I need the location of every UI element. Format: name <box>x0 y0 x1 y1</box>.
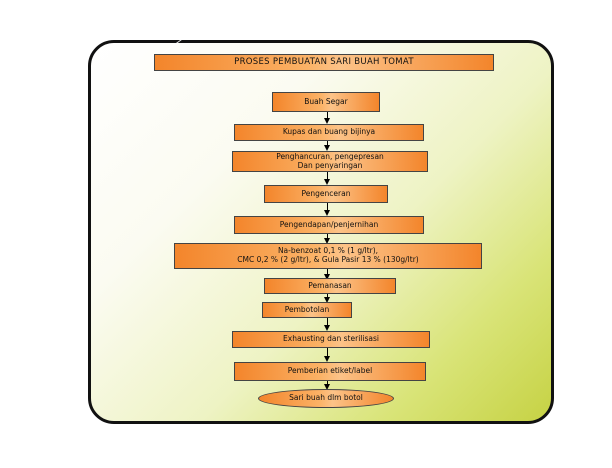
step-kupas: Kupas dan buang bijinya <box>234 124 424 141</box>
step-exhausting: Exhausting dan sterilisasi <box>232 331 430 348</box>
flow-arrow <box>324 381 330 390</box>
step-pemberian-etiket: Pemberian etiket/label <box>234 362 426 381</box>
step-pemanasan: Pemanasan <box>264 278 396 294</box>
flow-arrow <box>324 141 330 151</box>
flow-arrow <box>324 269 330 280</box>
flow-arrow <box>324 234 330 244</box>
flow-arrow <box>324 318 330 331</box>
step-pengendapan: Pengendapan/penjernihan <box>234 216 424 234</box>
flow-arrow <box>324 172 330 185</box>
step-pembotolan: Pembotolan <box>262 302 352 318</box>
step-pengenceran: Pengenceran <box>264 185 388 203</box>
step-buah-segar: Buah Segar <box>272 92 380 112</box>
step-penghancuran: Penghancuran, pengepresan Dan penyaringa… <box>232 151 428 172</box>
flow-arrow <box>324 294 330 303</box>
flow-arrow <box>324 112 330 124</box>
diagram-title: PROSES PEMBUATAN SARI BUAH TOMAT <box>154 54 494 71</box>
step-bahan-tambahan: Na-benzoat 0,1 % (1 g/ltr), CMC 0,2 % (2… <box>174 243 482 269</box>
flow-arrow <box>324 203 330 216</box>
flow-arrow <box>324 348 330 362</box>
step-hasil-akhir: Sari buah dlm botol <box>258 389 394 408</box>
